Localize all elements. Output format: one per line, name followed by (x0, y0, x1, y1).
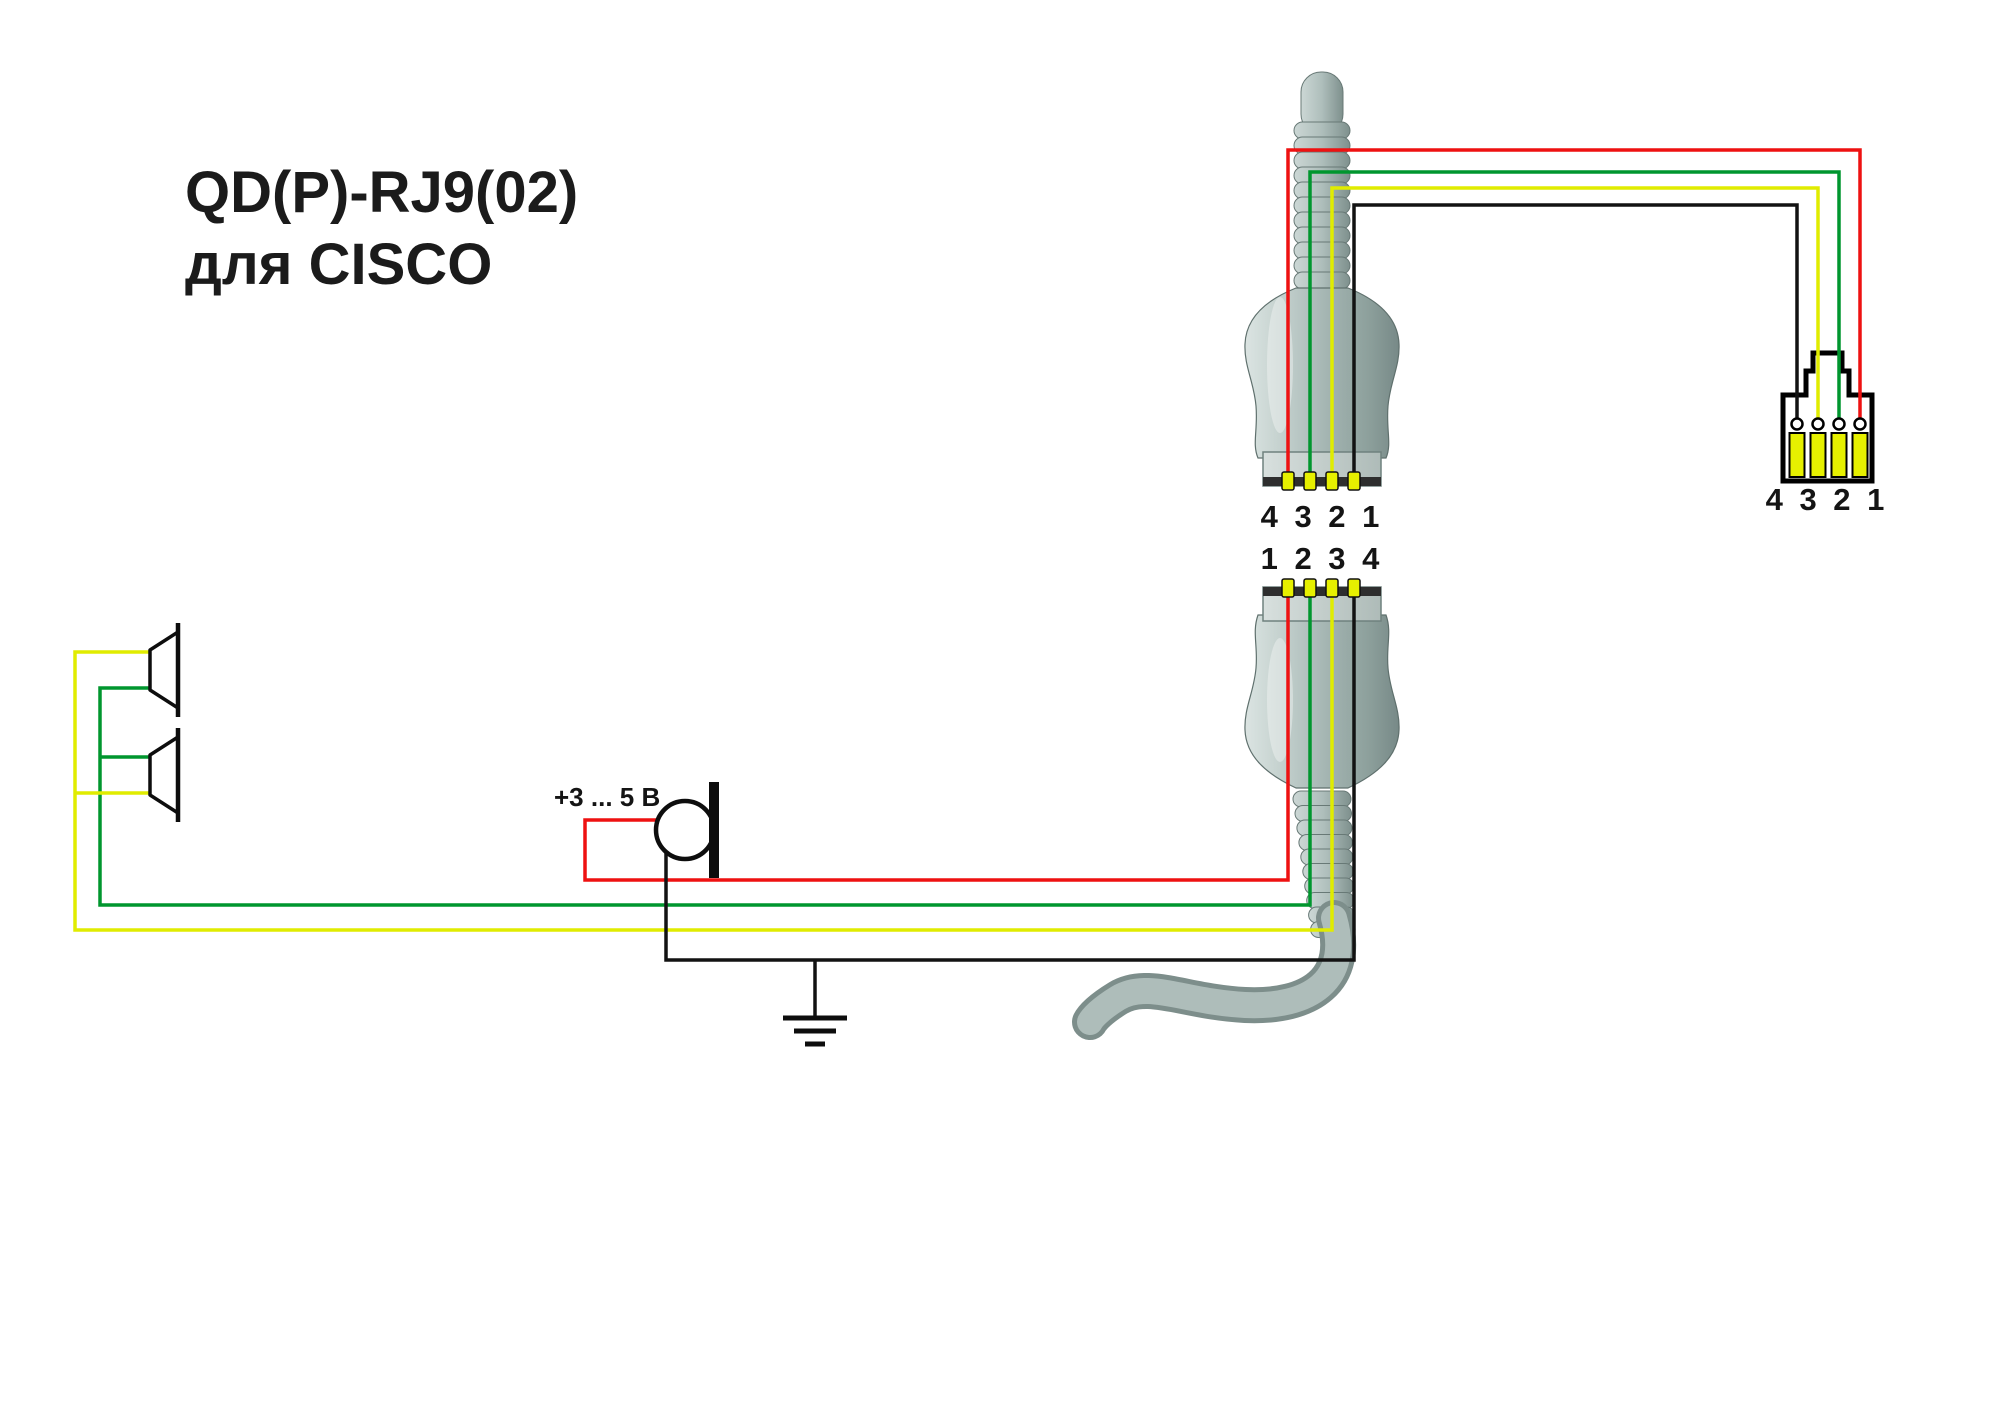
speaker-icon-top (148, 623, 181, 717)
pin-nub (1303, 471, 1317, 491)
rib (1293, 181, 1351, 200)
pin-nub (1303, 578, 1317, 598)
mic-voltage-label: +3 ... 5 В (554, 782, 660, 812)
rj9-pin (1809, 432, 1827, 478)
cable-ribbed-top (1293, 121, 1351, 290)
microphone-icon (653, 782, 719, 878)
wire-red-bottom (583, 594, 1290, 882)
page-title-line-2: для CISCO (185, 232, 492, 297)
rj9-pin-label: 4 3 2 1 (1766, 482, 1889, 517)
rj9-wire-hole (1853, 417, 1867, 431)
rib (1293, 256, 1351, 275)
rib (1293, 271, 1351, 290)
page-title: QD(P)-RJ9(02) (185, 160, 578, 225)
qd-body-top (1244, 287, 1400, 459)
pin-nub (1347, 578, 1361, 598)
qd-face-rim (1263, 477, 1381, 486)
pin-nub (1347, 471, 1361, 491)
rj9-pin (1851, 432, 1869, 478)
rib (1293, 166, 1351, 185)
rib (1293, 151, 1351, 170)
rib (1292, 790, 1352, 808)
rj9-pins (1788, 417, 1869, 478)
wire-green-top (1308, 170, 1841, 478)
qd-connector-bottom (1072, 586, 1400, 1040)
rj9-wire-hole (1832, 417, 1846, 431)
qd-bottom-pin-label: 1 2 3 4 (1261, 541, 1384, 576)
rj9-wire-hole (1811, 417, 1825, 431)
pin-nub (1281, 471, 1295, 491)
qd-connector-top (1244, 71, 1400, 487)
wiring (73, 148, 1862, 1016)
qd-top-pin-label: 4 3 2 1 (1261, 499, 1384, 534)
pin-nub (1325, 578, 1339, 598)
wire-red-top (1286, 148, 1862, 478)
rj9-wire-hole (1790, 417, 1804, 431)
wire-yellow-bottom (73, 594, 1334, 932)
pin-nub (1281, 578, 1295, 598)
rj9-pin (1788, 432, 1806, 478)
wire-black-top (1352, 203, 1799, 478)
rib (1296, 819, 1353, 837)
cable-tail-highlight (1077, 905, 1352, 1035)
mic-capsule (653, 798, 717, 862)
wire-green-bottom (98, 594, 1312, 907)
wire-black-bottom (664, 594, 1356, 962)
rj9-pin (1830, 432, 1848, 478)
rib (1293, 226, 1351, 245)
mic-backplate (709, 782, 719, 878)
qd-body-bottom (1244, 614, 1400, 789)
rib (1304, 877, 1355, 895)
rib (1293, 121, 1351, 140)
rib (1298, 834, 1353, 851)
rib (1293, 196, 1351, 215)
qd-bottom-pins (1281, 578, 1361, 598)
wire-yellow-top (1330, 186, 1820, 478)
ground-icon (783, 1015, 847, 1047)
qd-top-pins (1281, 471, 1361, 491)
speaker-cone (148, 630, 180, 710)
rib (1293, 241, 1351, 260)
rib (1294, 805, 1352, 822)
rib (1293, 211, 1351, 230)
pin-nub (1325, 471, 1339, 491)
speaker-icon-bottom (148, 728, 181, 822)
speaker-cone (148, 735, 180, 815)
qd-face-rim (1263, 587, 1381, 596)
